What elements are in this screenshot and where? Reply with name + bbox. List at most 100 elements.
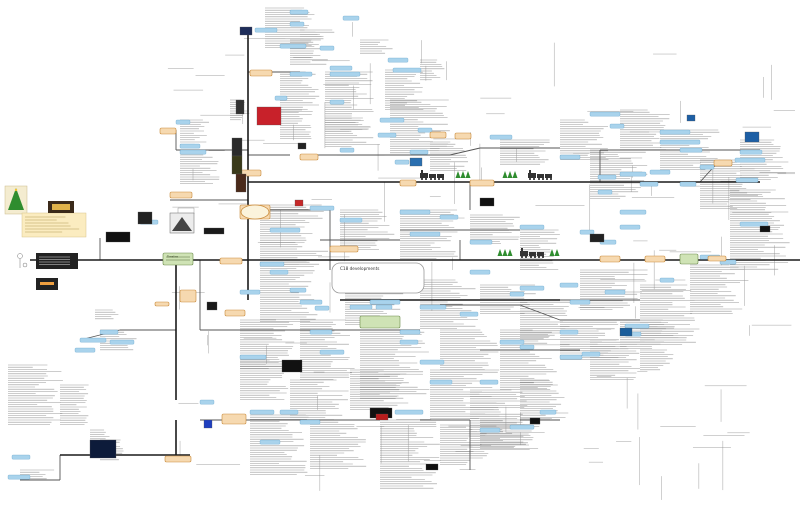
- topic-label[interactable]: [239, 354, 267, 360]
- topic-label[interactable]: [394, 409, 424, 415]
- topic-label[interactable]: [377, 132, 397, 138]
- topic-label[interactable]: [649, 169, 671, 175]
- topic-label[interactable]: [439, 214, 459, 220]
- subtopic-node[interactable]: [164, 455, 192, 463]
- topic-label[interactable]: [7, 474, 31, 480]
- topic-label[interactable]: [289, 9, 309, 15]
- subtopic-node[interactable]: [429, 131, 447, 139]
- topic-label[interactable]: [74, 347, 96, 353]
- topic-label[interactable]: [329, 65, 353, 71]
- topic-label[interactable]: [499, 339, 525, 345]
- topic-label[interactable]: [581, 351, 601, 357]
- topic-label[interactable]: [339, 147, 355, 153]
- topic-label[interactable]: [249, 409, 275, 415]
- subtopic-node[interactable]: [179, 289, 197, 303]
- topic-label[interactable]: [199, 399, 215, 405]
- topic-label[interactable]: [279, 409, 299, 415]
- topic-label[interactable]: [349, 304, 373, 310]
- topic-label[interactable]: [299, 299, 323, 305]
- topic-label[interactable]: [319, 45, 335, 51]
- topic-label[interactable]: [399, 339, 419, 345]
- topic-label[interactable]: [399, 209, 431, 215]
- topic-label[interactable]: [394, 159, 410, 165]
- topic-label[interactable]: [579, 229, 595, 235]
- yellow-note[interactable]: [21, 212, 87, 238]
- topic-label[interactable]: [509, 424, 535, 430]
- subtopic-node[interactable]: [329, 245, 359, 253]
- topic-label[interactable]: [269, 227, 301, 233]
- topic-label[interactable]: [559, 154, 581, 160]
- topic-label[interactable]: [387, 57, 409, 63]
- subtopic-node[interactable]: [399, 179, 417, 187]
- topic-label[interactable]: [274, 95, 288, 101]
- topic-label[interactable]: [319, 349, 345, 355]
- topic-label[interactable]: [469, 269, 491, 275]
- topic-label[interactable]: [559, 329, 579, 335]
- subtopic-node[interactable]: [249, 69, 273, 77]
- topic-label[interactable]: [459, 311, 479, 317]
- topic-label[interactable]: [624, 323, 650, 329]
- topic-label[interactable]: [609, 123, 625, 129]
- topic-label[interactable]: [342, 15, 360, 21]
- topic-label[interactable]: [619, 224, 641, 230]
- topic-label[interactable]: [79, 337, 107, 343]
- topic-label[interactable]: [99, 329, 119, 335]
- topic-label[interactable]: [539, 409, 557, 415]
- topic-label[interactable]: [569, 299, 591, 305]
- topic-label[interactable]: [375, 304, 393, 310]
- topic-label[interactable]: [175, 119, 191, 125]
- topic-label[interactable]: [604, 289, 626, 295]
- topic-label[interactable]: [299, 419, 321, 425]
- topic-label[interactable]: [314, 305, 330, 311]
- topic-label[interactable]: [289, 71, 313, 77]
- topic-label[interactable]: [519, 344, 535, 350]
- topic-label[interactable]: [429, 379, 453, 385]
- subtopic-node[interactable]: [224, 309, 246, 317]
- topic-label[interactable]: [419, 304, 447, 310]
- central-topic-node[interactable]: [162, 252, 194, 266]
- topic-label[interactable]: [469, 239, 493, 245]
- topic-label[interactable]: [659, 129, 691, 135]
- subtopic-node[interactable]: [169, 191, 193, 199]
- topic-label[interactable]: [619, 171, 647, 177]
- callout-box[interactable]: C18 developments: [331, 262, 425, 294]
- subtopic-node[interactable]: [159, 127, 177, 135]
- topic-label[interactable]: [659, 139, 701, 145]
- subtopic-node[interactable]: [644, 255, 666, 263]
- subtopic-node[interactable]: [707, 255, 727, 262]
- topic-label[interactable]: [559, 354, 583, 360]
- topic-label[interactable]: [309, 205, 335, 211]
- hub-topic-node[interactable]: [679, 253, 699, 265]
- topic-label[interactable]: [739, 149, 763, 155]
- topic-label[interactable]: [417, 127, 433, 133]
- dark-info-banner[interactable]: [36, 253, 78, 269]
- subtopic-node[interactable]: [299, 153, 319, 161]
- topic-label[interactable]: [589, 111, 621, 117]
- topic-label[interactable]: [679, 181, 697, 187]
- topic-label[interactable]: [479, 379, 499, 385]
- junction-oval-node[interactable]: [240, 204, 270, 220]
- subtopic-node[interactable]: [469, 179, 495, 187]
- topic-label[interactable]: [309, 329, 333, 335]
- subtopic-node[interactable]: [219, 257, 243, 265]
- topic-label[interactable]: [409, 231, 441, 237]
- topic-label[interactable]: [379, 117, 405, 123]
- subtopic-node[interactable]: [454, 132, 472, 140]
- topic-label[interactable]: [519, 285, 545, 291]
- topic-label[interactable]: [279, 43, 307, 49]
- topic-label[interactable]: [597, 189, 613, 195]
- topic-label[interactable]: [699, 164, 715, 170]
- topic-label[interactable]: [269, 269, 289, 275]
- topic-label[interactable]: [399, 329, 421, 335]
- subtopic-node[interactable]: [154, 301, 170, 307]
- topic-label[interactable]: [734, 157, 766, 163]
- topic-label[interactable]: [289, 21, 305, 27]
- topic-label[interactable]: [419, 359, 445, 365]
- topic-label[interactable]: [659, 277, 675, 283]
- subtopic-node[interactable]: [599, 255, 621, 263]
- topic-label[interactable]: [329, 99, 345, 105]
- topic-label[interactable]: [329, 71, 361, 77]
- topic-label[interactable]: [392, 67, 422, 73]
- topic-label[interactable]: [289, 287, 307, 293]
- topic-label[interactable]: [109, 339, 135, 345]
